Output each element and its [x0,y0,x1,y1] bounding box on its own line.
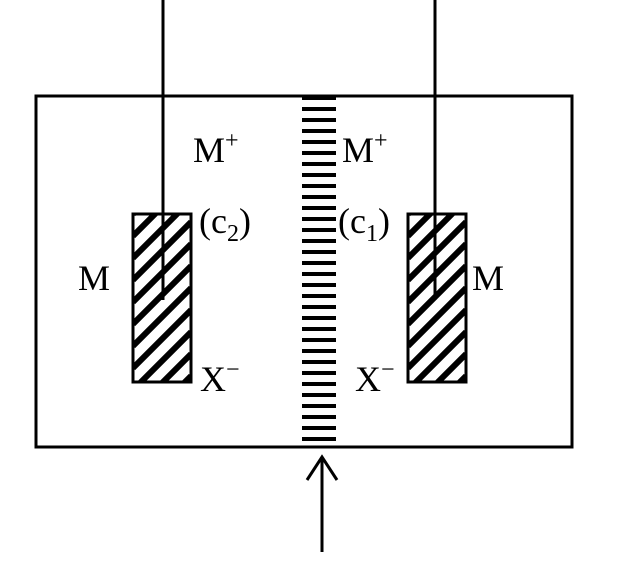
hatch-line [180,373,191,382]
up-arrow-icon [305,454,339,552]
hatch-line [133,307,191,371]
hatch-line [408,263,466,327]
hatch-line [408,241,466,305]
left-anion-label: X− [200,357,240,399]
right-electrode [406,212,468,478]
hatch-line [158,351,191,382]
porous-membrane [302,96,336,441]
left-concentration-label: (c2) [199,201,251,247]
hatch-line [433,351,466,382]
hatch-line [408,214,457,261]
hatch-line [408,307,466,371]
right-concentration-label: (c1) [338,201,390,247]
right-anion-label: X− [355,357,395,399]
hatch-line [408,420,466,478]
hatch-line [133,285,191,349]
hatch-line [411,329,466,382]
right-cation-label: M+ [342,128,388,170]
hatch-line [408,214,413,217]
hatch-line [408,219,466,283]
hatch-line [408,214,435,239]
hatch-line [133,214,160,239]
hatch-line [455,373,466,382]
left-electrode-label: M [78,258,110,298]
hatch-line [136,329,191,382]
hatch-line [133,263,191,327]
hatch-line [408,285,466,349]
hatch-line [133,420,191,478]
right-electrode-label: M [472,258,504,298]
left-electrode [131,212,193,478]
hatch-line [133,219,191,283]
hatch-line [133,241,191,305]
hatch-line [133,214,182,261]
left-cation-label: M+ [193,128,239,170]
